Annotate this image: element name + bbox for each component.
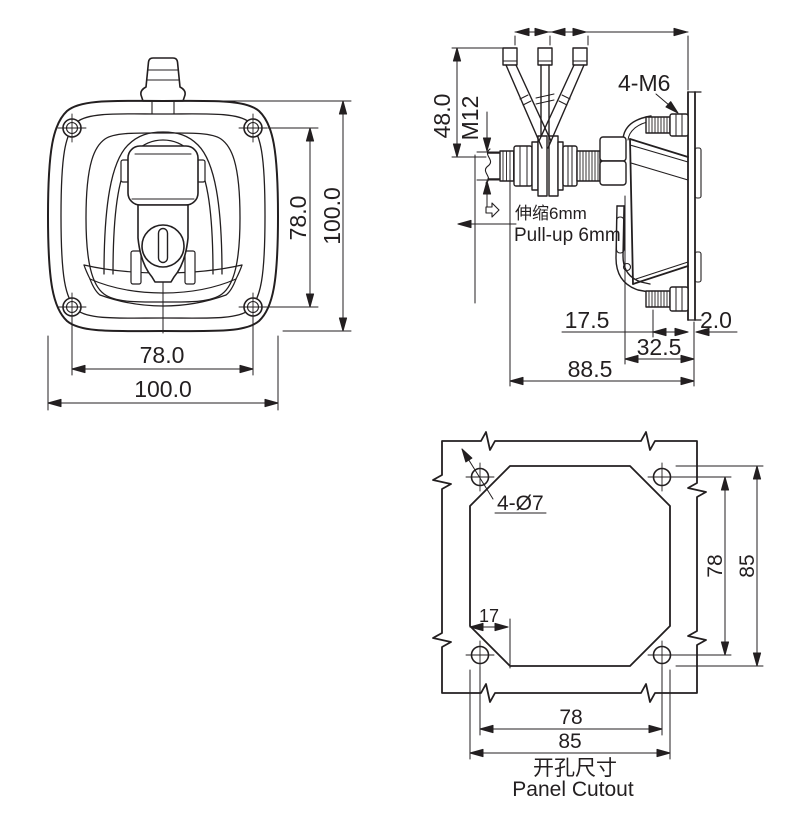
- side-dim-rod-height-label: 48.0: [429, 94, 455, 139]
- shaft-assembly: [484, 135, 627, 197]
- latch-clip-right: [184, 250, 196, 285]
- latch-clip-left: [130, 250, 142, 285]
- front-hole-crosshairs: [57, 113, 268, 322]
- latch-rod-positions: [502, 47, 588, 149]
- m6-stud-top: [645, 113, 689, 137]
- cutout-dim-hole-spacing-v-label: 78: [704, 554, 727, 577]
- side-shaft-thread-label: M12: [457, 96, 483, 141]
- handle-recess-arch: [103, 131, 223, 275]
- front-view: [47, 57, 352, 411]
- cutout-dim-hole-spacing-h-label: 78: [559, 706, 582, 729]
- side-dim-overall-depth-label: 88.5: [568, 356, 613, 382]
- travel-note-zh: 伸缩6mm: [515, 204, 587, 223]
- cutout-dim-corner-label: 17: [479, 606, 499, 626]
- cutout-dim-width-label: 85: [558, 730, 581, 753]
- body-inner-contour: [60, 113, 266, 319]
- key-slot: [157, 227, 169, 264]
- cutout-dimensions: [458, 446, 764, 760]
- panel-plate: [687, 91, 702, 321]
- recess-rim-contour: [85, 132, 241, 303]
- panel-cutout-view: [432, 431, 764, 760]
- front-dim-hole-spacing-v-label: 78.0: [285, 196, 311, 241]
- handle-pivot-tab: [140, 57, 186, 115]
- side-view: [451, 27, 738, 387]
- side-dim-panel-thickness-label: 2.0: [700, 307, 732, 333]
- break-line: [484, 148, 492, 184]
- front-dim-hole-spacing-h-label: 78.0: [140, 342, 185, 368]
- cutout-dim-height-label: 85: [736, 554, 759, 577]
- pull-arm: [615, 205, 651, 293]
- travel-note-en: Pull-up 6mm: [514, 225, 621, 246]
- body-outer-contour: [47, 99, 279, 333]
- side-dim-body-depth-label: 32.5: [637, 334, 682, 360]
- pull-direction-icon: [485, 202, 500, 218]
- cutout-holes-label: 4-Ø7: [497, 492, 544, 515]
- cutout-caption-zh: 开孔尺寸: [533, 757, 617, 780]
- side-dimensions: [451, 27, 738, 387]
- cutout-octagon: [469, 465, 671, 667]
- cutout-hole-crosshairs: [465, 462, 677, 670]
- front-dim-overall-width-label: 100.0: [134, 376, 192, 402]
- handle-head: [127, 145, 199, 206]
- front-dimensions: [47, 100, 352, 411]
- panel-outline: [432, 431, 707, 703]
- t-handle: [120, 145, 206, 285]
- front-dim-overall-height-label: 100.0: [319, 187, 345, 245]
- latch-body-side: [622, 115, 689, 285]
- m6-stud-bottom: [645, 286, 689, 312]
- side-stud-thread-label: 4-M6: [618, 70, 670, 96]
- side-dim-grip-depth-label: 17.5: [565, 307, 610, 333]
- cutout-caption-en: Panel Cutout: [512, 778, 634, 801]
